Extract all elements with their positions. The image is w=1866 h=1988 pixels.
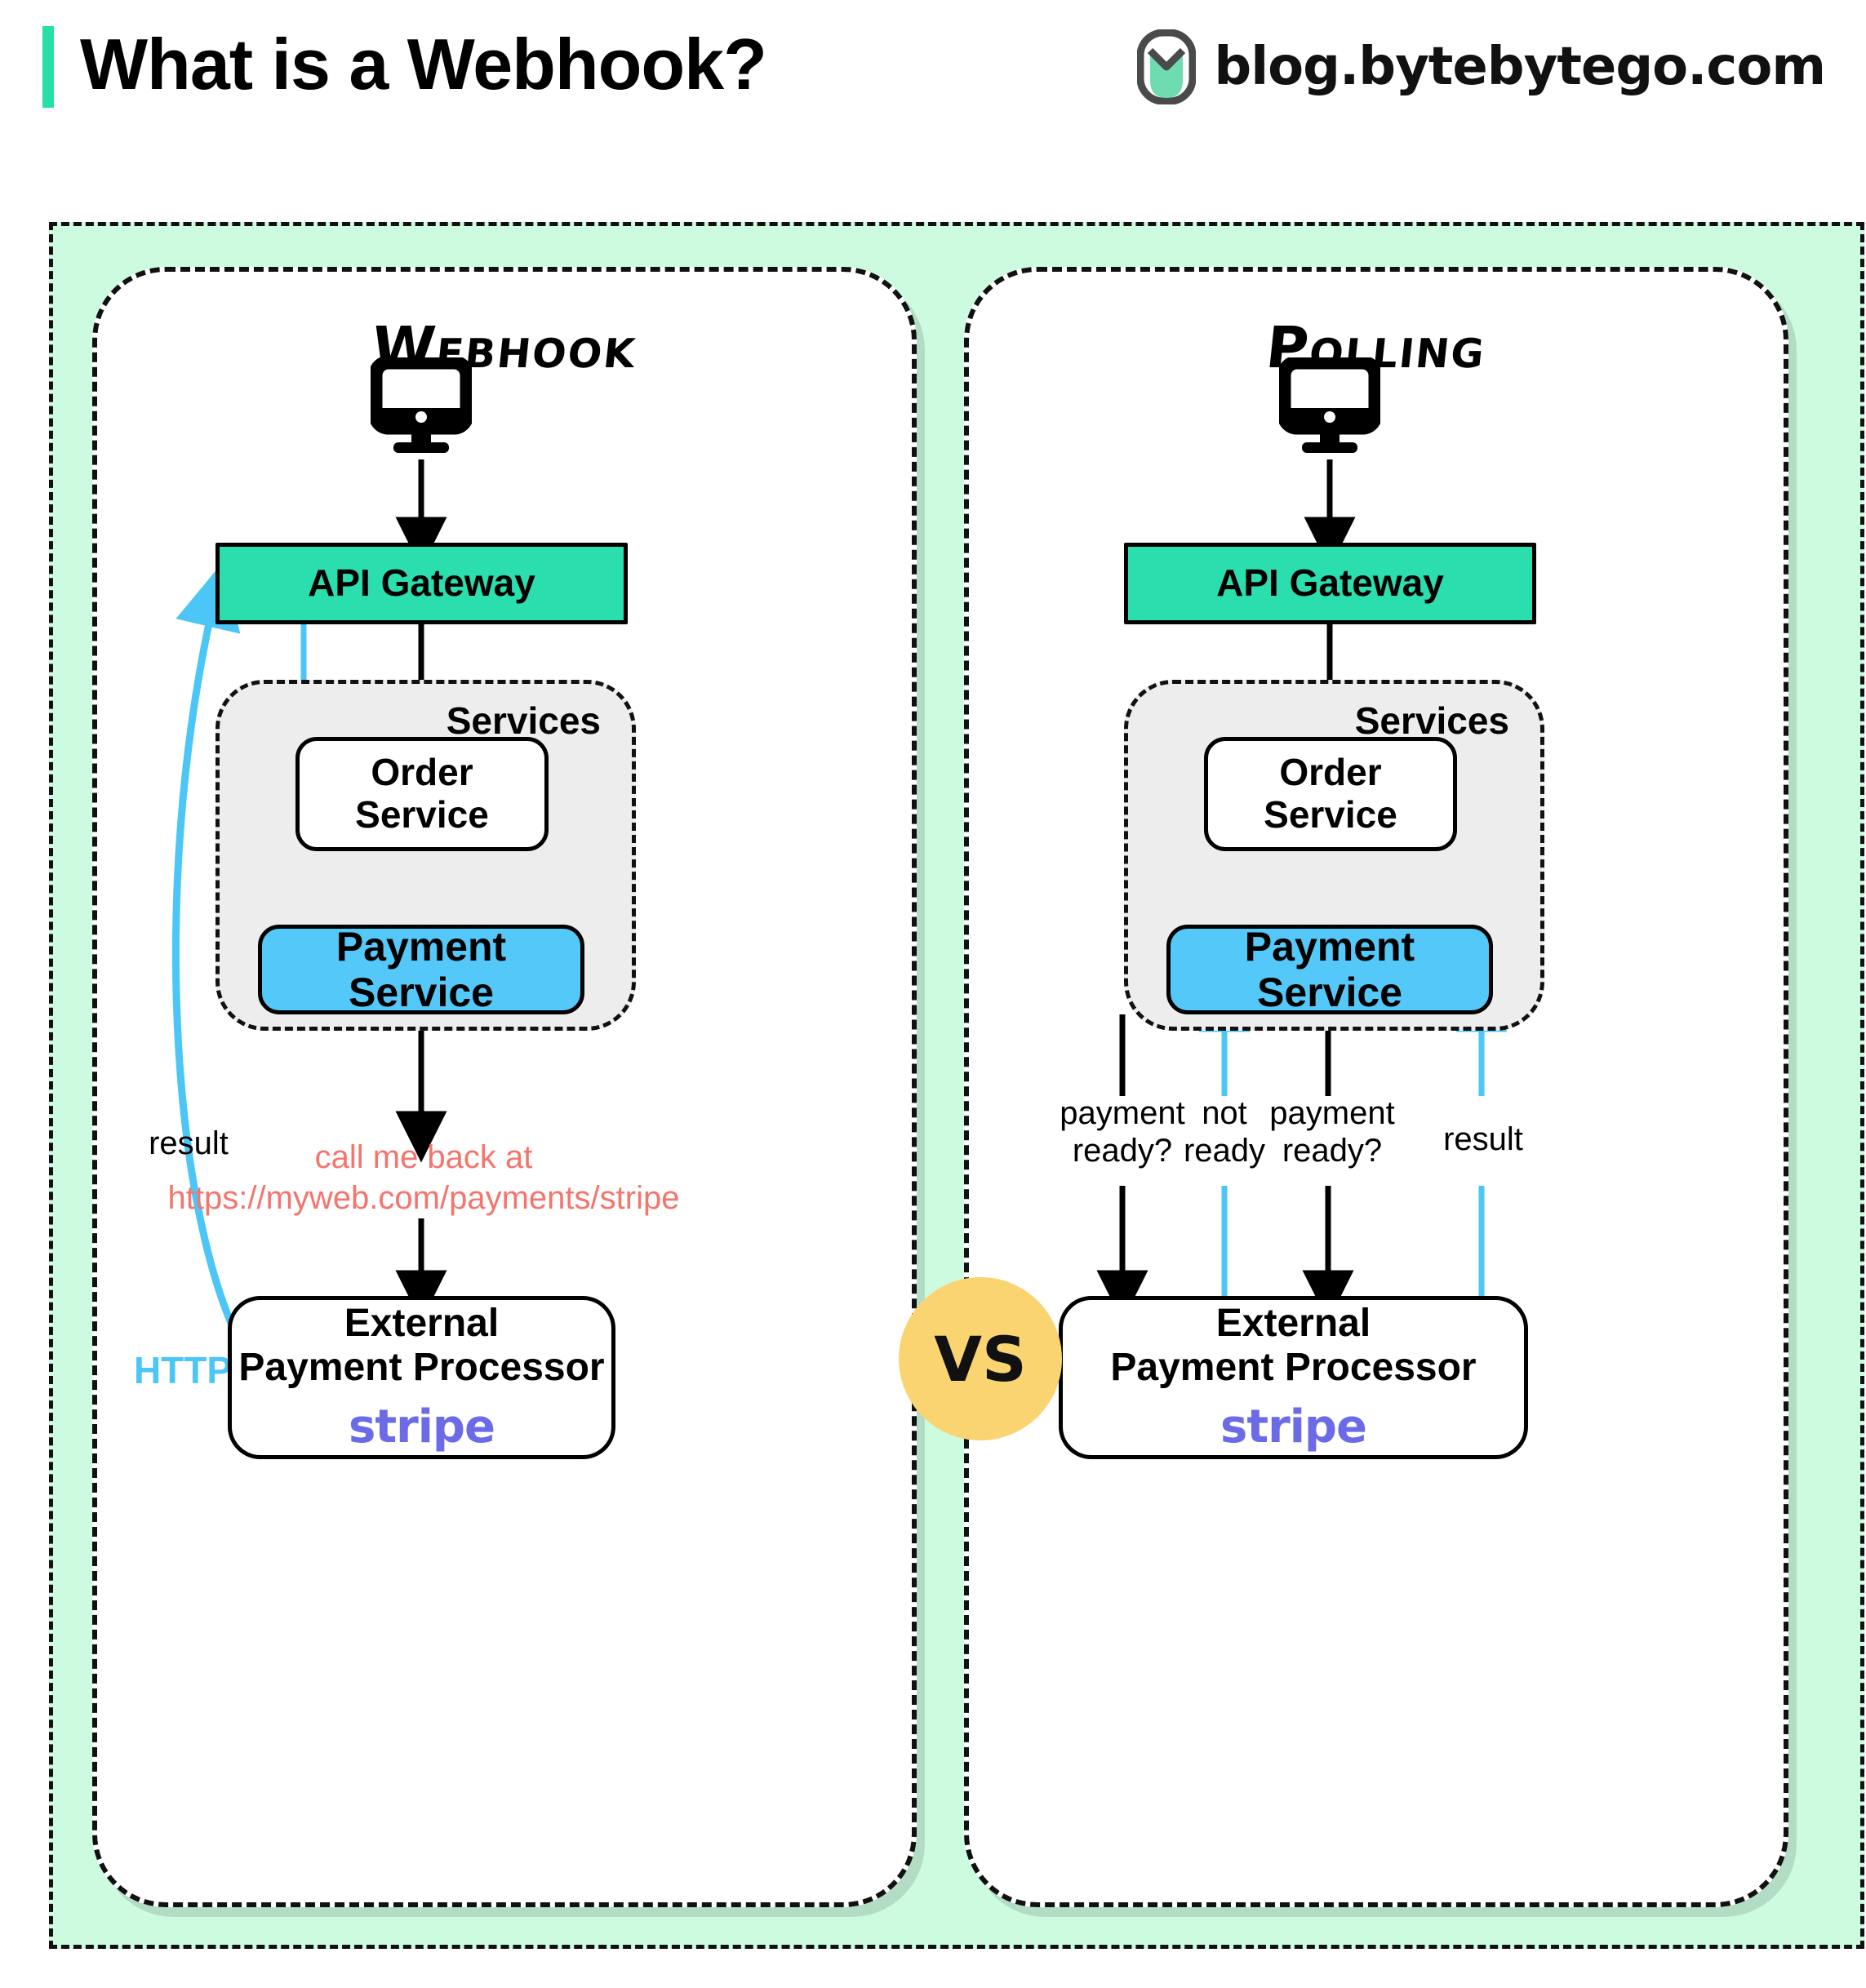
stripe-logo: stripe — [1220, 1400, 1367, 1454]
node-external-payment-processor[interactable]: External Payment Processor stripe — [1059, 1296, 1528, 1459]
callback-line2: https://myweb.com/payments/stripe — [167, 1180, 680, 1216]
poll-response-1-line1: not — [1202, 1095, 1247, 1131]
page-header: What is a Webhook? blog.bytebytego.com — [0, 0, 1866, 216]
monitor-icon — [368, 355, 474, 461]
polling-connectors — [1096, 459, 1508, 1322]
page-title: What is a Webhook? — [80, 24, 767, 104]
node-label-line1: External — [1215, 1301, 1371, 1345]
node-label-line2: Service — [1264, 793, 1397, 836]
poll-result-label: result — [1443, 1121, 1523, 1157]
poll-request-1-line2: ready? — [1072, 1133, 1173, 1169]
monitor-icon — [1277, 355, 1383, 461]
poll-request-2-label: payment ready? — [1259, 1094, 1406, 1169]
result-label: result — [149, 1125, 229, 1161]
poll-request-1-line1: payment — [1060, 1095, 1185, 1131]
node-api-gateway[interactable]: API Gateway — [215, 543, 628, 624]
poll-response-1-line2: ready — [1183, 1133, 1266, 1169]
node-api-gateway[interactable]: API Gateway — [1124, 543, 1536, 624]
node-label-line2: Payment Processor — [1110, 1345, 1477, 1389]
node-payment-service[interactable]: Payment Service — [258, 924, 584, 1015]
panel-polling: Polling — [964, 267, 1788, 1907]
node-order-service[interactable]: Order Service — [1204, 737, 1457, 851]
node-label: API Gateway — [308, 561, 535, 605]
services-label: Services — [446, 699, 601, 742]
brand-text: blog.bytebytego.com — [1214, 37, 1826, 97]
node-label: Payment Service — [1244, 924, 1415, 1015]
poll-request-2-line1: payment — [1269, 1095, 1395, 1131]
node-label-line1: External — [344, 1301, 500, 1345]
node-label-line1: Order — [371, 751, 473, 794]
webhook-connectors — [171, 459, 447, 1360]
node-external-payment-processor[interactable]: External Payment Processor stripe — [228, 1296, 615, 1459]
poll-request-2-line2: ready? — [1282, 1133, 1383, 1169]
callback-line1: call me back at — [314, 1139, 533, 1175]
stripe-logo: stripe — [349, 1400, 495, 1454]
node-label-line2: Payment Processor — [238, 1345, 605, 1389]
node-order-service[interactable]: Order Service — [295, 737, 549, 851]
node-label-line1: Order — [1279, 751, 1382, 794]
callback-annotation: call me back at https://myweb.com/paymen… — [130, 1137, 718, 1218]
node-payment-service[interactable]: Payment Service — [1166, 924, 1493, 1015]
panel-webhook: Webhook — [92, 267, 917, 1907]
poll-request-1-label: payment ready? — [1049, 1094, 1196, 1169]
node-label-line2: Service — [355, 793, 489, 836]
brand: blog.bytebytego.com — [1136, 29, 1826, 105]
title-accent-bar — [42, 26, 54, 108]
poll-response-1-label: not ready — [1171, 1094, 1277, 1169]
vs-badge: VS — [899, 1277, 1062, 1440]
node-label: Payment Service — [335, 924, 507, 1015]
node-label: API Gateway — [1216, 561, 1444, 605]
http-label: HTTP — [133, 1349, 233, 1391]
diagram-frame: Webhook — [49, 222, 1864, 1949]
services-label: Services — [1354, 699, 1509, 742]
bytebytego-logo-icon — [1136, 29, 1197, 105]
